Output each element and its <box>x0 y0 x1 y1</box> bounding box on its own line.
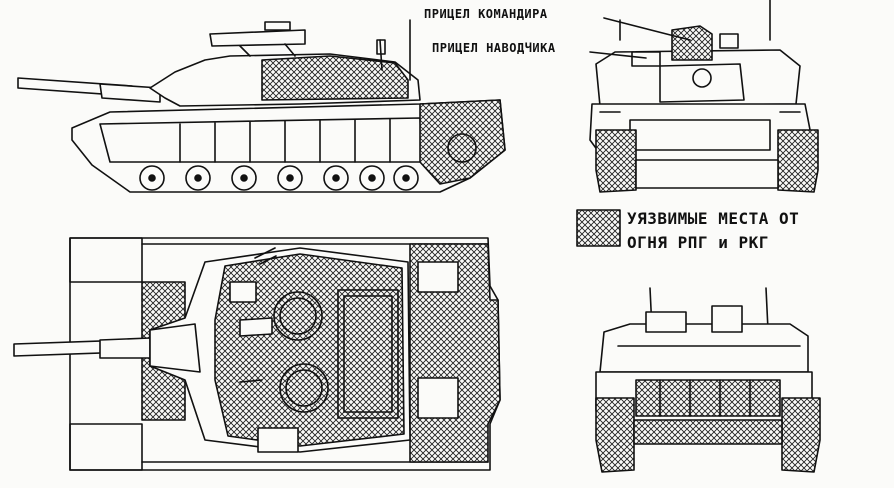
front-view <box>589 0 819 193</box>
rear-view <box>595 287 821 473</box>
commander-sight-leader <box>603 17 691 41</box>
gunner-sight-label: ПРИЦЕЛ НАВОДЧИКА <box>432 41 556 55</box>
commander-sight-label: ПРИЦЕЛ КОМАНДИРА <box>424 7 548 21</box>
side-view <box>17 19 506 193</box>
legend-label-line1: УЯЗВИМЫЕ МЕСТА ОТ <box>627 209 800 228</box>
gunner-sight-leader <box>589 51 647 59</box>
legend-swatch <box>576 209 621 247</box>
top-view <box>13 237 501 471</box>
legend-label-line2: ОГНЯ РПГ и РКГ <box>627 233 769 252</box>
